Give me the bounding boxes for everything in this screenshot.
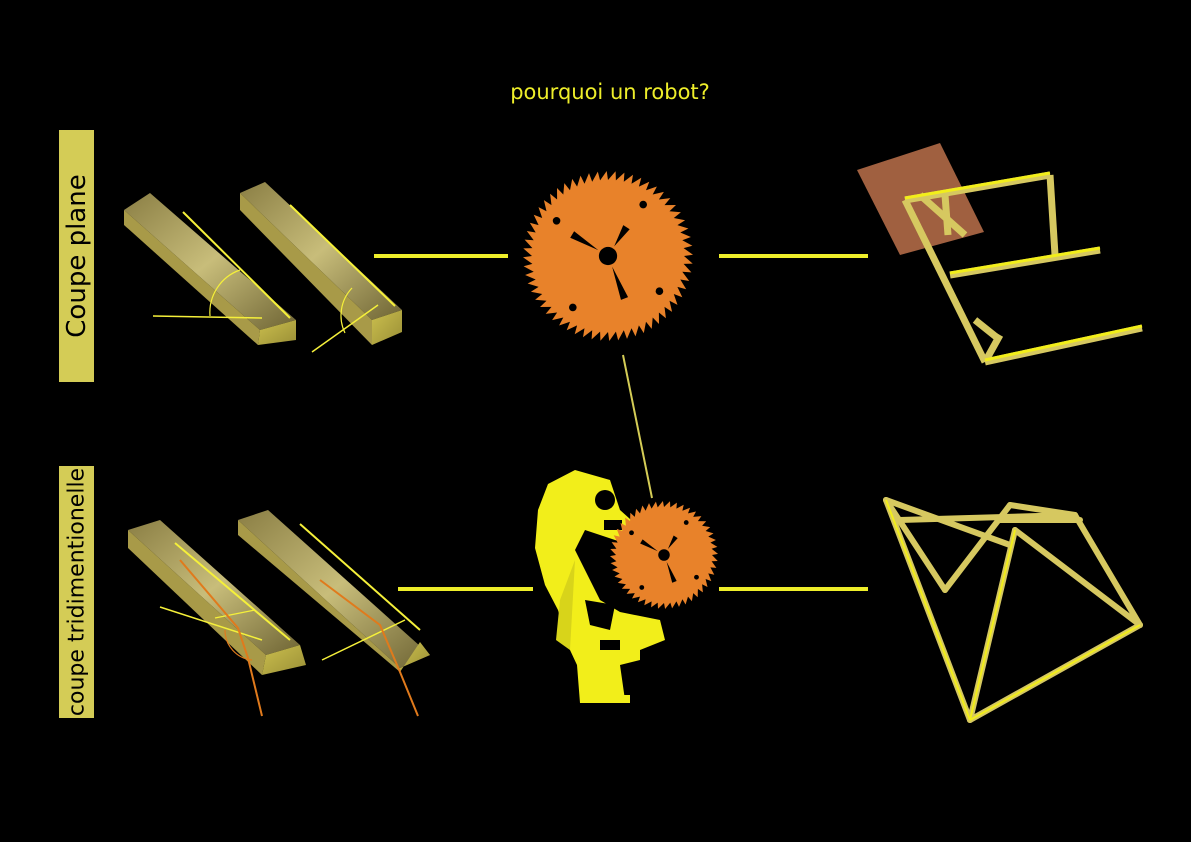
- saw-blade-icon: [523, 171, 693, 341]
- row-label-3d-cut: coupe tridimentionelle: [59, 466, 94, 718]
- row-label-planar-cut: Coupe plane: [59, 130, 94, 382]
- 3d-cut-beam-2: [238, 510, 430, 717]
- 3d-frame-structure: [883, 497, 1143, 723]
- planar-cut-beam-1: [124, 193, 296, 345]
- planar-frame-structure: [857, 143, 1143, 366]
- connector-lines: [374, 254, 868, 591]
- small-saw-blade-icon: [610, 501, 718, 609]
- 3d-cut-beam-1: [128, 520, 306, 717]
- connector-vertical: [622, 354, 653, 499]
- page-title: pourquoi un robot?: [510, 80, 710, 104]
- 3d-frame-structure-highlight: [885, 499, 1141, 721]
- planar-cut-beam-2: [240, 182, 402, 353]
